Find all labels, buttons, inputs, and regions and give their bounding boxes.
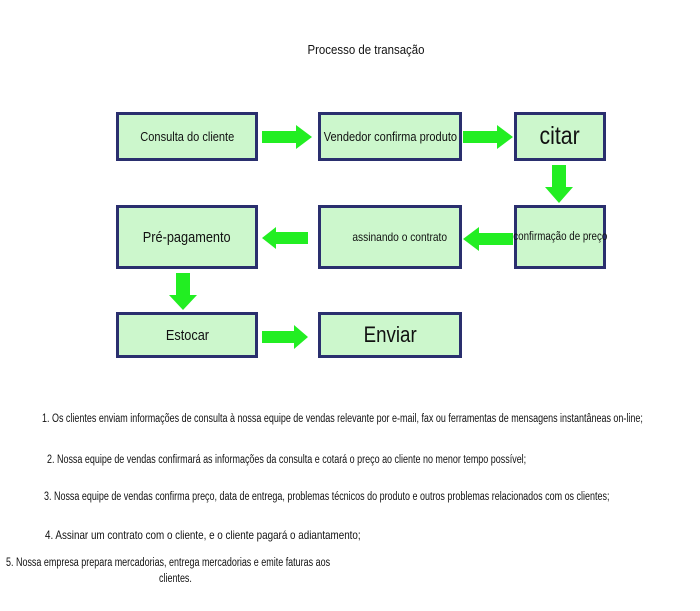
step-label: Vendedor confirma produto (323, 129, 457, 144)
note-4: 4. Assinar um contrato com o cliente, e … (45, 528, 361, 542)
note-2: 2. Nossa equipe de vendas confirmará as … (47, 454, 527, 466)
step-confirmacao: confirmação de preço (512, 205, 608, 269)
arrow-down-icon (169, 273, 197, 310)
arrow-left-icon (262, 227, 308, 249)
note-5-continued: clientes. (159, 573, 192, 585)
arrow-left-icon (463, 227, 513, 251)
arrow-right-icon (262, 325, 308, 349)
arrow-right-icon (262, 125, 312, 149)
step-label: citar (539, 122, 581, 150)
step-label: assinando o contrato (352, 230, 448, 244)
step-label: confirmação de preço (512, 231, 608, 243)
step-consulta: Consulta do cliente (116, 112, 258, 161)
diagram-title: Processo de transação (307, 42, 425, 57)
arrow-right-icon (463, 125, 513, 149)
note-5: 5. Nossa empresa prepara mercadorias, en… (6, 557, 331, 569)
step-label: Estocar (165, 326, 209, 344)
step-label: Enviar (363, 322, 417, 347)
note-1: 1. Os clientes enviam informações de con… (42, 413, 643, 425)
step-enviar: Enviar (318, 312, 462, 358)
step-citar: citar (514, 112, 606, 161)
step-label: Consulta do cliente (139, 129, 234, 144)
step-vendedor: Vendedor confirma produto (318, 112, 462, 161)
arrow-down-icon (545, 165, 573, 203)
step-estocar: Estocar (116, 312, 258, 358)
note-3: 3. Nossa equipe de vendas confirma preço… (44, 491, 610, 503)
step-contrato: assinando o contrato (318, 205, 462, 269)
step-label: Pré-pagamento (143, 228, 231, 246)
step-prepagamento: Pré-pagamento (116, 205, 258, 269)
